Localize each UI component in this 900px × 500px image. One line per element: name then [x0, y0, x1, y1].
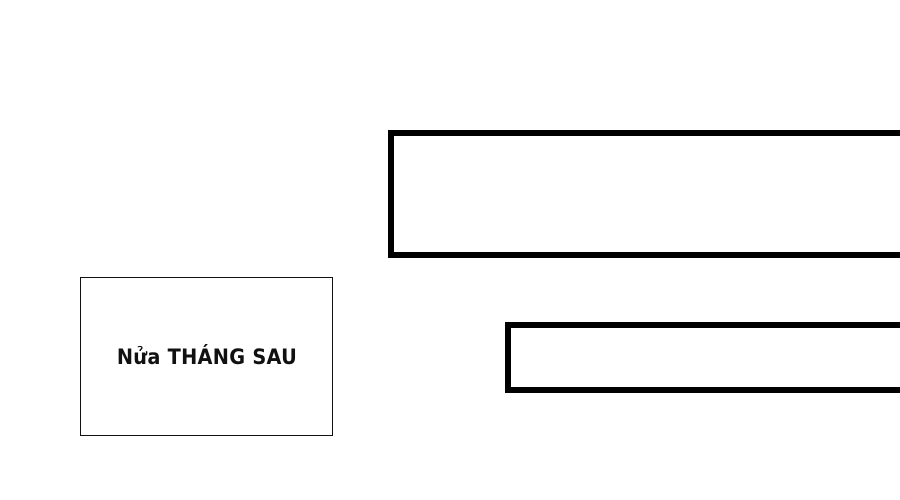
- comic-panel-bottom: [505, 322, 900, 393]
- caption-text: Nửa THÁNG SAU: [116, 344, 297, 369]
- comic-panel-top: [388, 130, 900, 258]
- caption-box: Nửa THÁNG SAU: [80, 277, 333, 436]
